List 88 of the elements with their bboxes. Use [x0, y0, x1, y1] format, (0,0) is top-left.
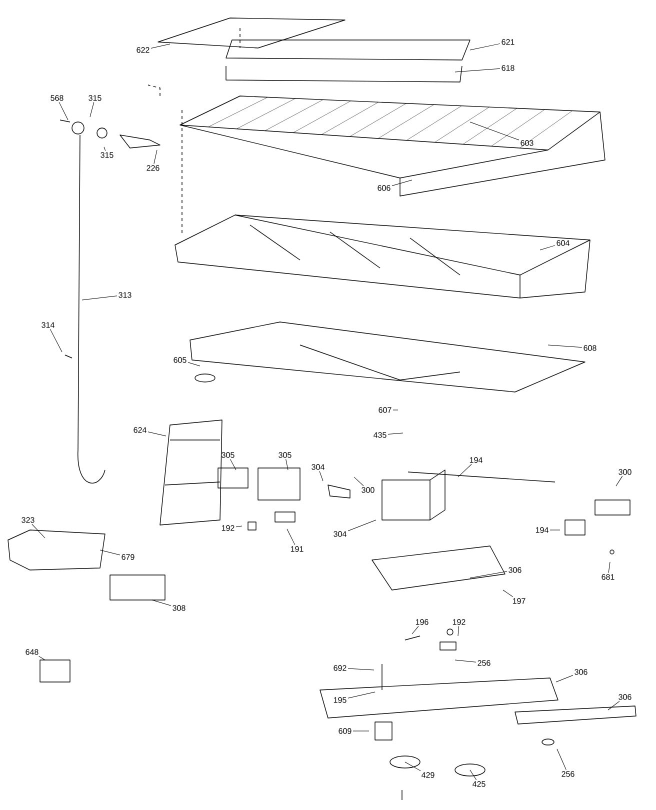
- callout-number: 196: [416, 619, 428, 625]
- leader-line: [616, 476, 623, 486]
- callout-number: 692: [334, 665, 346, 671]
- leader-line: [230, 458, 236, 470]
- leader-line: [348, 668, 374, 670]
- callout-number: 194: [536, 527, 548, 533]
- callout-number: 192: [452, 619, 466, 625]
- leader-line: [150, 44, 170, 48]
- callout-number: 609: [338, 728, 352, 734]
- leader-line: [50, 328, 62, 352]
- callout-number: 256: [562, 771, 574, 777]
- leader-line: [454, 660, 476, 662]
- callout-number: 624: [134, 427, 146, 433]
- callout-number: 304: [334, 531, 346, 537]
- callout-number: 305: [222, 452, 234, 458]
- callout-number: 192: [222, 525, 234, 531]
- callout-number: 648: [26, 649, 38, 655]
- callout-number: 191: [290, 546, 304, 552]
- leader-line: [32, 524, 46, 538]
- leader-line: [104, 146, 106, 152]
- callout-number: 197: [512, 598, 526, 604]
- leader-line: [348, 692, 376, 698]
- leader-line: [548, 344, 582, 348]
- leader-line: [188, 362, 200, 366]
- callout-number: 300: [362, 487, 374, 493]
- leader-line: [354, 476, 364, 486]
- callout-number: 622: [136, 47, 150, 53]
- leader-line: [352, 730, 370, 732]
- callout-number: 300: [618, 469, 632, 475]
- leader-line: [392, 180, 412, 186]
- callout-number: 604: [556, 240, 570, 246]
- callout-number: 603: [520, 140, 534, 146]
- callout-number: 195: [334, 697, 346, 703]
- callout-number: 313: [118, 292, 132, 298]
- callout-number: 306: [618, 694, 632, 700]
- leader-line: [454, 68, 500, 72]
- leader-line: [556, 748, 566, 770]
- callout-number: 608: [584, 345, 596, 351]
- leader-line: [154, 150, 158, 164]
- leader-line: [556, 674, 574, 682]
- leader-line: [286, 458, 288, 470]
- leader-line: [90, 102, 94, 118]
- callout-number: 618: [502, 65, 514, 71]
- callout-number: 429: [422, 772, 434, 778]
- callout-number: 304: [312, 464, 324, 470]
- leader-line: [100, 550, 120, 556]
- leader-line: [58, 102, 68, 120]
- callout-number: 315: [88, 95, 102, 101]
- callout-number: 435: [374, 432, 386, 438]
- callout-number: 607: [378, 407, 392, 413]
- callout-number: 226: [146, 165, 160, 171]
- callout-number: 679: [122, 554, 134, 560]
- callout-number: 621: [502, 39, 514, 45]
- callout-number: 568: [50, 95, 64, 101]
- leader-line: [458, 626, 459, 636]
- leader-line: [540, 245, 556, 250]
- callout-number: 306: [574, 669, 588, 675]
- leader-line: [404, 762, 421, 772]
- callout-number: 314: [42, 322, 54, 328]
- leader-line: [608, 700, 620, 710]
- leader-line: [470, 122, 520, 140]
- callout-number: 606: [378, 185, 390, 191]
- callout-number: 308: [172, 605, 186, 611]
- leader-line: [470, 43, 500, 50]
- callout-number: 425: [472, 781, 486, 787]
- callout-number: 194: [470, 457, 482, 463]
- leader-line: [470, 770, 477, 780]
- leader-line: [286, 528, 296, 546]
- leader-line: [348, 520, 376, 532]
- leader-line: [82, 296, 118, 300]
- callout-number: 323: [22, 517, 34, 523]
- leader-line: [319, 470, 324, 482]
- leader-line: [470, 571, 508, 578]
- callout-number: 681: [602, 574, 614, 580]
- leader-line: [502, 590, 514, 598]
- callout-number: 315: [100, 152, 114, 158]
- leader-line: [608, 562, 610, 574]
- callout-number: 305: [278, 452, 292, 458]
- callout-number: 306: [508, 567, 522, 573]
- leader-line: [38, 656, 46, 660]
- leader-line: [236, 526, 242, 528]
- leader-line: [152, 600, 172, 606]
- leader-line: [148, 432, 166, 436]
- callout-number: 605: [174, 357, 186, 363]
- leader-line: [412, 626, 419, 634]
- leader-line: [458, 464, 472, 478]
- leader-line: [388, 432, 404, 435]
- callout-number: 256: [478, 660, 490, 666]
